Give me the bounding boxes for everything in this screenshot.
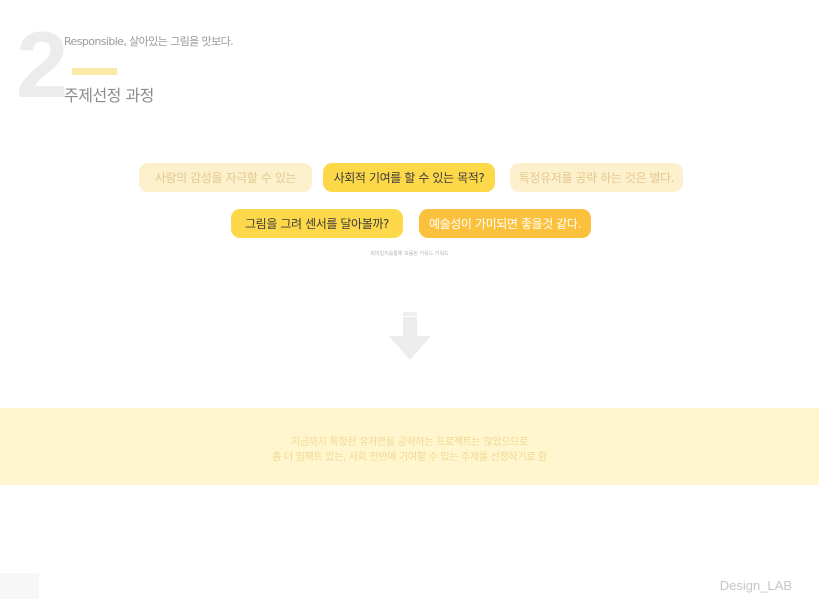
idea-pill-drawing-sensor: 그림을 그려 센서를 달아볼까? [231, 209, 403, 238]
idea-pill-label: 사람의 감성을 자극할 수 있는 [154, 171, 297, 185]
idea-pill-artistry: 예술성이 가미되면 좋을것 같다. [419, 209, 591, 238]
idea-pill-label: 그림을 그려 센서를 달아볼까? [245, 217, 389, 231]
section-subtitle: Responsible, 살아있는 그림을 맛보다. [64, 35, 234, 48]
conclusion-band: 지금까지 특정한 유저만을 공략하는 프로젝트는 많았으므로 좀 더 임팩트 있… [0, 408, 819, 485]
accent-bar [72, 68, 117, 75]
section-title: 주제선정 과정 [64, 86, 154, 105]
section-number: 2 [16, 12, 68, 117]
idea-pill-label: 특정유저를 공략 하는 것은 별다. [518, 171, 675, 185]
idea-pill-target-users: 특정유저를 공략 하는 것은 별다. [510, 163, 683, 192]
conclusion-line-1: 지금까지 특정한 유저만을 공략하는 프로젝트는 많았으므로 [291, 437, 528, 448]
idea-pill-label: 사회적 기여를 할 수 있는 목적? [333, 171, 485, 185]
conclusion-line-2: 좀 더 임팩트 있는, 사회 전반에 기여할 수 있는 주제를 선정하기로 함 [272, 452, 547, 463]
keywords-caption: 회의일지를통해 모음된 키워드 키워드 [370, 251, 449, 257]
page-corner-block [0, 573, 39, 599]
brand-label: Design_LAB [719, 578, 792, 593]
idea-pill-label: 예술성이 가미되면 좋을것 같다. [429, 217, 581, 231]
idea-pill-social-contribution: 사회적 기여를 할 수 있는 목적? [323, 163, 495, 192]
idea-pill-emotion: 사람의 감성을 자극할 수 있는 [139, 163, 312, 192]
down-arrow-icon [389, 312, 431, 360]
